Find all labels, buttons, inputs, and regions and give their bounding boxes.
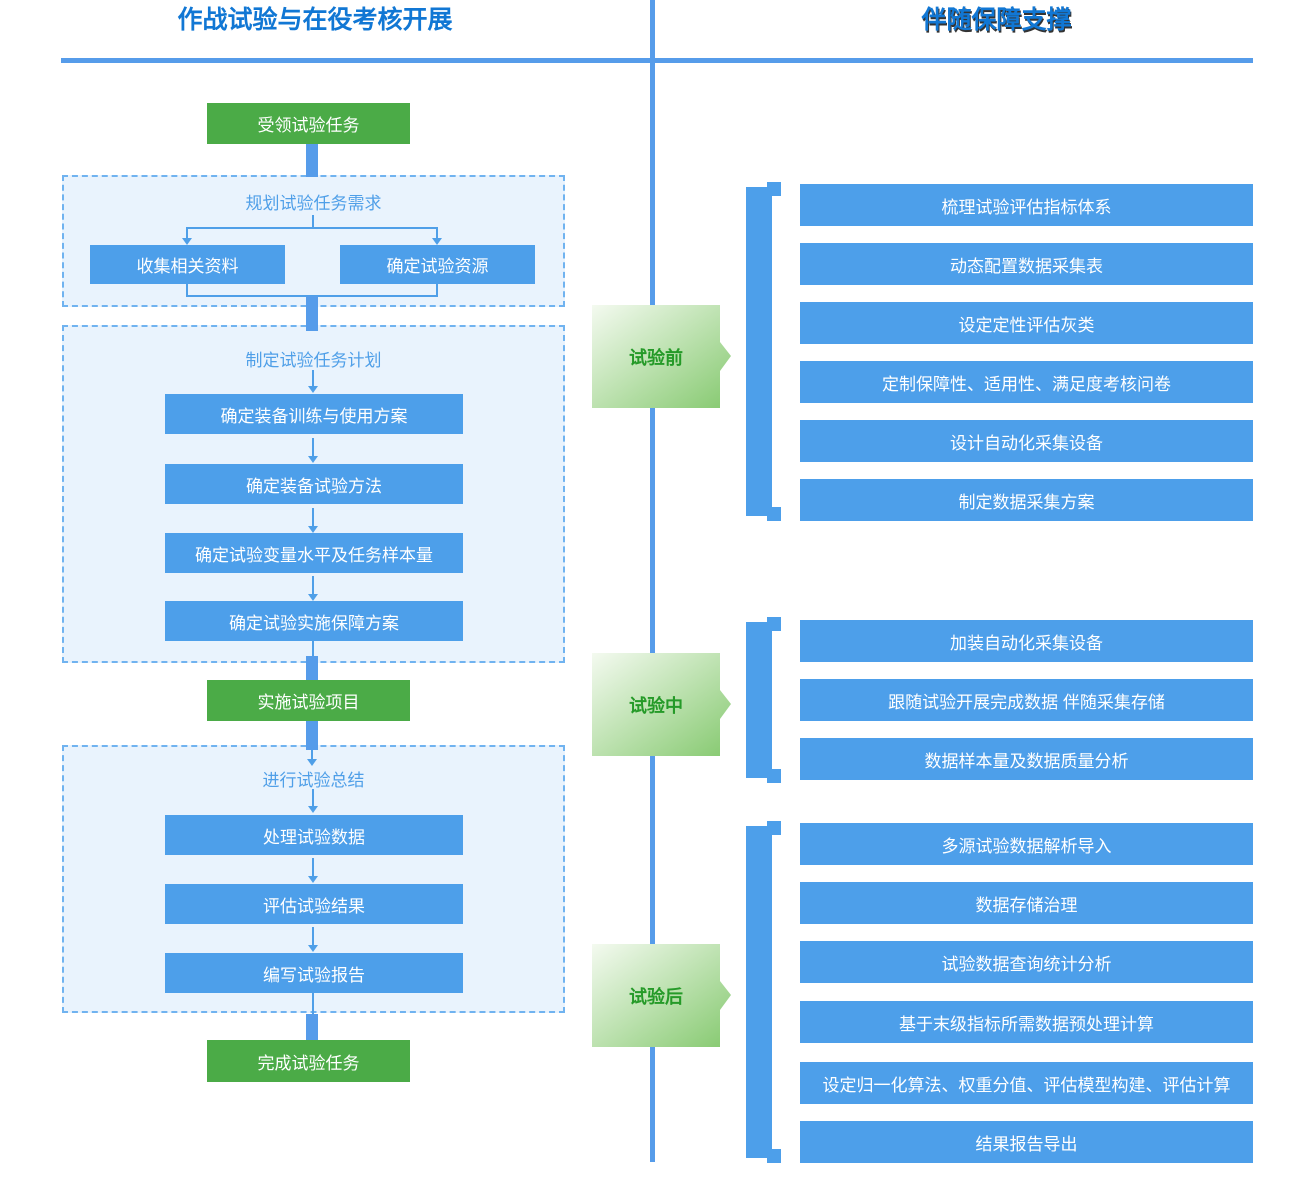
summary-item-box: 评估试验结果 xyxy=(165,884,463,924)
arrow-down xyxy=(308,438,318,463)
phase-before-chevron: 试验前 xyxy=(592,305,731,408)
left-column-title: 作战试验与在役考核开展 xyxy=(177,6,453,34)
summary-group-title: 进行试验总结 xyxy=(262,771,365,790)
task-box: 试验数据查询统计分析 xyxy=(800,941,1253,983)
phase-after-bracket xyxy=(746,821,781,1168)
scheme-item-box: 确定装备训练与使用方案 xyxy=(165,394,463,434)
summary-item-box: 处理试验数据 xyxy=(165,815,463,855)
column-divider-line xyxy=(650,0,655,1162)
phase-during-label: 试验中 xyxy=(629,695,683,716)
task-box: 数据样本量及数据质量分析 xyxy=(800,738,1253,780)
task-box: 多源试验数据解析导入 xyxy=(800,823,1253,865)
phase-during-chevron: 试验中 xyxy=(592,653,731,756)
phase-before-bracket xyxy=(746,182,781,526)
flow-start-box: 受领试验任务 xyxy=(207,103,410,144)
chevron-shape xyxy=(592,305,731,408)
scheme-item-box: 确定试验变量水平及任务样本量 xyxy=(165,533,463,573)
header-underline xyxy=(61,58,1253,63)
flow-finish-box: 完成试验任务 xyxy=(207,1040,410,1082)
arrow-down xyxy=(308,858,318,883)
scheme-item-box: 确定试验实施保障方案 xyxy=(165,601,463,641)
flow-line xyxy=(186,227,438,229)
flow-line xyxy=(436,284,438,295)
bracket-shape xyxy=(746,182,781,521)
arrow-down xyxy=(308,927,318,952)
task-box: 制定数据采集方案 xyxy=(800,479,1253,521)
flow-line xyxy=(312,641,314,658)
task-box: 定制保障性、适用性、满足度考核问卷 xyxy=(800,361,1253,403)
task-box: 结果报告导出 xyxy=(800,1121,1253,1163)
flow-line xyxy=(186,284,188,295)
plan-item-box: 收集相关资料 xyxy=(90,245,285,284)
right-column-title: 伴随保障支撑 xyxy=(921,6,1072,34)
arrow-down xyxy=(308,370,318,393)
phase-after-label: 试验后 xyxy=(629,986,683,1007)
task-box: 设定归一化算法、权重分值、评估模型构建、评估计算 xyxy=(800,1062,1253,1104)
scheme-item-box: 确定装备试验方法 xyxy=(165,464,463,504)
task-box: 数据存储治理 xyxy=(800,882,1253,924)
arrow-down xyxy=(307,750,317,766)
arrow-down xyxy=(308,789,318,813)
task-box: 动态配置数据采集表 xyxy=(800,243,1253,285)
phase-after-chevron: 试验后 xyxy=(592,944,731,1047)
task-box: 加装自动化采集设备 xyxy=(800,620,1253,662)
task-box: 跟随试验开展完成数据 伴随采集存储 xyxy=(800,679,1253,721)
bracket-shape xyxy=(746,617,781,783)
task-box: 设计自动化采集设备 xyxy=(800,420,1253,462)
plan-item-box: 确定试验资源 xyxy=(340,245,535,284)
flow-line xyxy=(312,215,314,228)
task-box: 设定定性评估灰类 xyxy=(800,302,1253,344)
arrow-down xyxy=(432,227,442,245)
summary-item-box: 编写试验报告 xyxy=(165,953,463,993)
phase-before-label: 试验前 xyxy=(629,347,683,368)
chevron-shape xyxy=(592,944,731,1047)
arrow-down xyxy=(182,227,192,245)
plan-group-title: 规划试验任务需求 xyxy=(245,194,382,213)
connector-bar xyxy=(306,296,318,331)
chevron-shape xyxy=(592,653,731,756)
scheme-group-title: 制定试验任务计划 xyxy=(245,351,382,370)
connector-bar xyxy=(306,1014,318,1041)
task-box: 梳理试验评估指标体系 xyxy=(800,184,1253,226)
arrow-down xyxy=(308,576,318,601)
task-box: 基于末级指标所需数据预处理计算 xyxy=(800,1001,1253,1043)
connector-bar xyxy=(306,721,318,750)
phase-during-bracket xyxy=(746,617,781,788)
flow-line xyxy=(312,993,314,1016)
connector-bar xyxy=(306,656,318,681)
flow-implement-box: 实施试验项目 xyxy=(207,680,410,721)
arrow-down xyxy=(308,508,318,533)
connector-bar xyxy=(306,143,318,177)
bracket-shape xyxy=(746,821,781,1163)
